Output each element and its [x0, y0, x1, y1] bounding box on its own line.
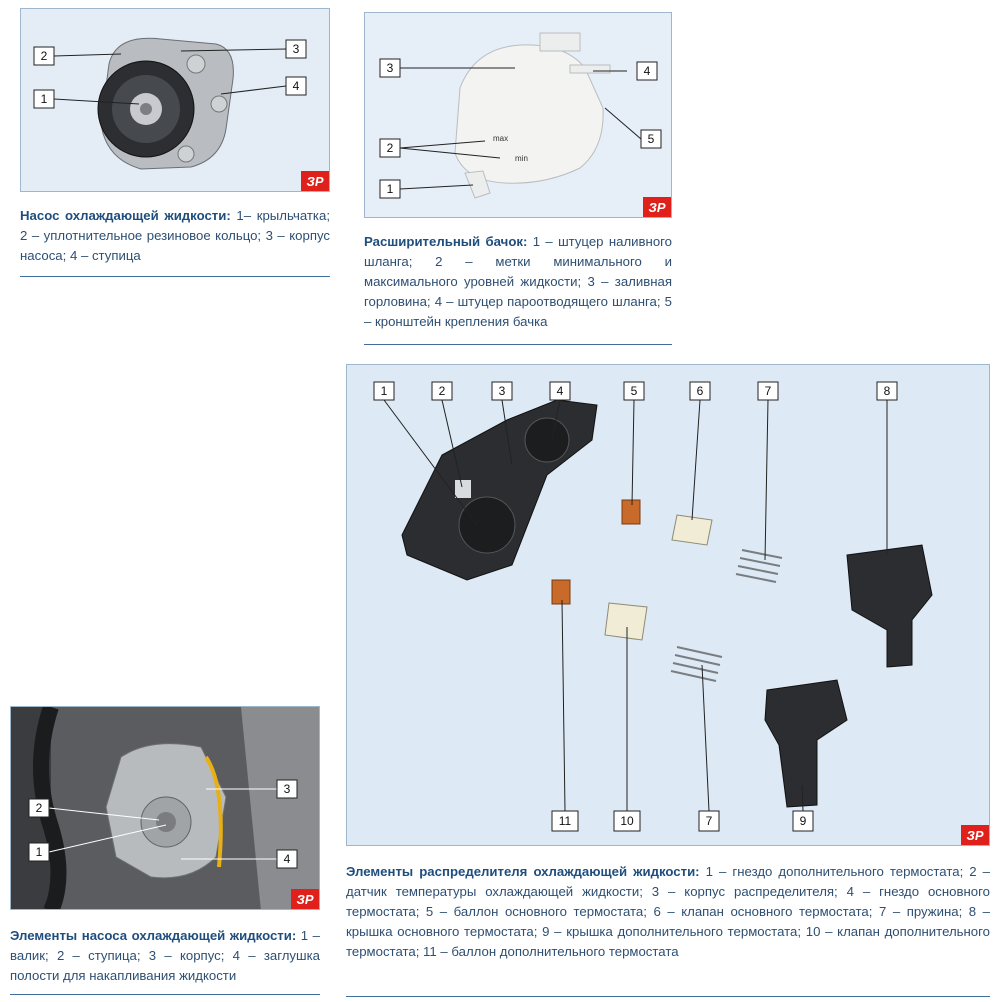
tank-figure: max min 1 2 3 4 5 ЗР [364, 12, 672, 218]
svg-text:1: 1 [381, 384, 388, 398]
engine-callout-2: 2 [28, 798, 50, 818]
svg-text:3: 3 [284, 782, 291, 796]
pump-figure: 1 2 3 4 ЗР [20, 8, 330, 192]
svg-text:5: 5 [648, 132, 655, 146]
pump-callout-1: 1 [33, 89, 55, 109]
distributor-callout-7: 7 [757, 381, 779, 401]
distributor-callout-2: 2 [431, 381, 453, 401]
svg-text:1: 1 [387, 182, 394, 196]
engine-caption-title: Элементы насоса охлаждающей жидкости: [10, 928, 297, 943]
svg-text:7: 7 [706, 814, 713, 828]
distributor-caption-rule [346, 996, 990, 997]
distributor-callout-8: 8 [876, 381, 898, 401]
svg-text:2: 2 [36, 801, 43, 815]
svg-text:9: 9 [800, 814, 807, 828]
publisher-logo: ЗР [961, 825, 989, 845]
pump-callout-3: 3 [285, 39, 307, 59]
svg-text:4: 4 [284, 852, 291, 866]
pump-callout-2: 2 [33, 46, 55, 66]
pump-caption-rule [20, 276, 330, 277]
tank-illustration: max min 1 2 3 4 5 [379, 32, 662, 199]
distributor-callout-9: 9 [792, 810, 814, 832]
distributor-caption-text: 1 – гнездо дополнительного термостата; 2… [346, 864, 991, 959]
distributor-callout-5: 5 [623, 381, 645, 401]
svg-text:4: 4 [557, 384, 564, 398]
pump-caption-title: Насос охлаждающей жидкости: [20, 208, 231, 223]
tank-mark-min: min [515, 154, 528, 163]
distributor-callout-7b: 7 [698, 810, 720, 832]
engine-caption-text: 1 – валик; 2 – ступица; 3 – корпус; 4 – … [10, 928, 320, 983]
pump-caption: Насос охлаждающей жидкости: 1– крыльчатк… [20, 206, 330, 266]
svg-text:11: 11 [559, 814, 572, 828]
engine-callout-4: 4 [276, 849, 298, 869]
pump-callout-4: 4 [285, 76, 307, 96]
tank-caption-title: Расширительный бачок: [364, 234, 528, 249]
distributor-callout-3: 3 [491, 381, 513, 401]
distributor-callout-11: 11 [551, 810, 579, 832]
tank-callout-1: 1 [379, 179, 401, 199]
distributor-illustration: 1 2 3 4 5 6 7 8 11 10 7 9 [373, 381, 933, 832]
publisher-logo: ЗР [291, 889, 319, 909]
publisher-logo: ЗР [643, 197, 671, 217]
svg-text:7: 7 [765, 384, 772, 398]
tank-callout-2: 2 [379, 138, 401, 158]
engine-illustration: 1 2 3 4 [11, 707, 319, 909]
engine-callout-1: 1 [28, 842, 50, 862]
svg-text:6: 6 [697, 384, 704, 398]
svg-text:8: 8 [884, 384, 891, 398]
svg-text:4: 4 [293, 79, 300, 93]
tank-callout-3: 3 [379, 58, 401, 78]
svg-text:3: 3 [499, 384, 506, 398]
distributor-callout-6: 6 [689, 381, 711, 401]
distributor-callout-1: 1 [373, 381, 395, 401]
pump-caption-text: 1– крыльчатка; 2 – уплотнительное резино… [20, 208, 330, 263]
tank-caption-text: 1 – штуцер наливного шланга; 2 – метки м… [364, 234, 673, 329]
engine-callout-3: 3 [276, 779, 298, 799]
svg-text:1: 1 [41, 92, 48, 106]
engine-figure: 1 2 3 4 ЗР [10, 706, 320, 910]
distributor-caption-title: Элементы распределителя охлаждающей жидк… [346, 864, 700, 879]
svg-text:3: 3 [387, 61, 394, 75]
pump-illustration: 1 2 3 4 [33, 37, 307, 170]
svg-text:3: 3 [293, 42, 300, 56]
svg-text:2: 2 [439, 384, 446, 398]
svg-text:1: 1 [36, 845, 43, 859]
distributor-figure: 1 2 3 4 5 6 7 8 11 10 7 9 ЗР [346, 364, 990, 846]
tank-caption: Расширительный бачок: 1 – штуцер наливно… [364, 232, 672, 332]
publisher-logo: ЗР [301, 171, 329, 191]
svg-text:2: 2 [41, 49, 48, 63]
distributor-caption: Элементы распределителя охлаждающей жидк… [346, 862, 990, 962]
engine-caption: Элементы насоса охлаждающей жидкости: 1 … [10, 926, 320, 986]
tank-caption-rule [364, 344, 672, 345]
svg-text:2: 2 [387, 141, 394, 155]
distributor-callout-4: 4 [549, 381, 571, 401]
svg-text:10: 10 [620, 814, 634, 828]
svg-text:5: 5 [631, 384, 638, 398]
engine-caption-rule [10, 994, 320, 995]
svg-text:4: 4 [644, 64, 651, 78]
tank-callout-5: 5 [640, 129, 662, 149]
distributor-callout-10: 10 [613, 810, 641, 832]
tank-callout-4: 4 [636, 61, 658, 81]
tank-mark-max: max [493, 134, 508, 143]
